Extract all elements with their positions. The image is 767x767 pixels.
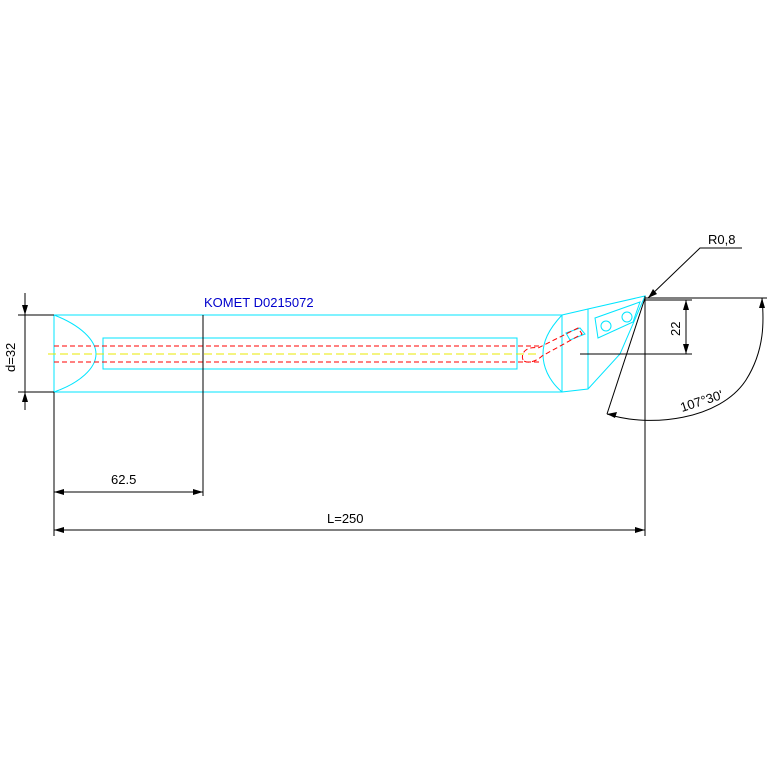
total-length-text: L=250	[327, 511, 364, 526]
radius-leader	[647, 247, 742, 299]
clamping-flat	[102, 337, 518, 370]
arrow-diameter-top	[22, 305, 28, 315]
approach-angle-text: 107°30'	[678, 387, 724, 415]
arrow-angle-right	[759, 298, 765, 308]
cutting-insert	[594, 301, 641, 339]
arrow-offset-right	[193, 489, 203, 495]
coolant-exit	[521, 327, 583, 363]
head-curve	[542, 314, 563, 393]
part-number-label: KOMET D0215072	[204, 295, 314, 310]
insert-head	[561, 295, 646, 393]
arrow-diameter-bottom	[22, 392, 28, 402]
insert-screw-1	[600, 320, 612, 332]
arrow-total-left	[54, 527, 64, 533]
offset-dimension-text: 62.5	[111, 472, 136, 487]
arrow-radius	[648, 289, 657, 298]
holder-body	[53, 295, 646, 393]
nose-radius-text: R0,8	[708, 232, 735, 247]
arrow-tip-bottom	[683, 344, 689, 354]
arrow-angle-left	[607, 412, 617, 418]
diameter-dimension-text: d=32	[3, 343, 18, 372]
arrowheads	[22, 289, 765, 533]
tip-offset-text: 22	[668, 322, 683, 336]
angle-ref-line	[606, 297, 646, 415]
arrow-tip-top	[683, 300, 689, 310]
angle-arc	[606, 297, 764, 421]
arrow-total-right	[635, 527, 645, 533]
insert-screw-2	[621, 311, 633, 323]
arrow-offset-left	[54, 489, 64, 495]
coolant-channels	[54, 327, 583, 363]
